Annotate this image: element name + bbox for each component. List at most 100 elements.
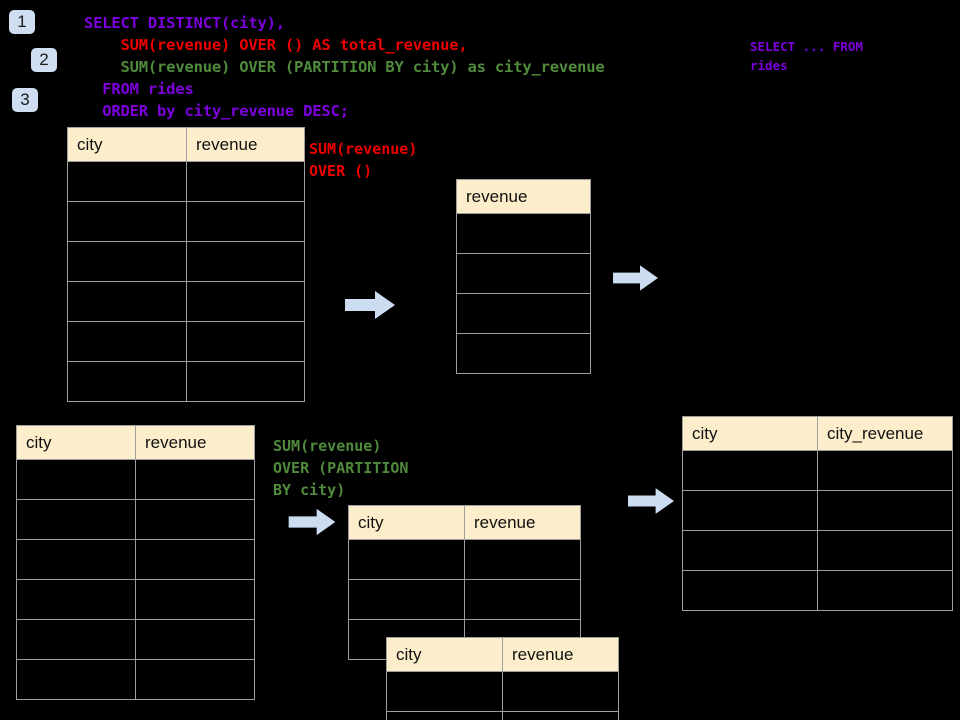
table-row [16,539,255,580]
column-header-revenue: revenue [456,179,591,214]
cell-city [348,579,465,620]
arrow-right-icon-3 [288,508,336,536]
cell-city [682,490,818,531]
cell-city [67,161,187,202]
side-note-rides: rides [750,58,788,73]
cell-city [67,201,187,242]
step-badge-1: 1 [9,10,35,34]
cell-city [16,459,136,500]
cell-city [682,450,818,491]
step-badge-2: 2 [31,48,57,72]
cell-revenue [464,539,581,580]
table-row [456,333,591,374]
table-source-top: city revenue [67,127,305,402]
cell-city [16,499,136,540]
cell-city [67,361,187,402]
cell-revenue [135,459,255,500]
table-row [682,570,953,611]
column-header-revenue: revenue [464,505,581,540]
cell-revenue [502,711,619,720]
table-row [682,450,953,491]
cell-revenue [186,321,305,362]
table-row [386,671,619,712]
table-row [16,499,255,540]
table-row [682,530,953,571]
column-header-revenue: revenue [186,127,305,162]
cell-revenue [135,539,255,580]
table-row [348,539,581,580]
table-source-bottom: city revenue [16,425,255,700]
table-row [16,659,255,700]
table-row [67,281,305,322]
cell-city [682,570,818,611]
cell-revenue [456,333,591,374]
sql-line-select-distinct: SELECT DISTINCT(city), [84,14,285,32]
step-badge-3: 3 [12,88,38,112]
table-row [456,213,591,254]
cell-revenue [135,579,255,620]
cell-revenue [186,281,305,322]
column-header-city: city [67,127,187,162]
table-row [67,361,305,402]
annotation-city-revenue: SUM(revenue) OVER (PARTITION BY city) [273,437,409,499]
cell-revenue [186,241,305,282]
cell-city [682,530,818,571]
table-row [67,201,305,242]
cell-city [16,619,136,660]
table-row [67,161,305,202]
cell-city [348,539,465,580]
cell-revenue [456,213,591,254]
cell-city [67,281,187,322]
table-row [682,490,953,531]
table-header-row: city revenue [67,127,305,162]
table-header-row: city revenue [386,637,619,672]
cell-revenue [135,499,255,540]
cell-revenue [186,161,305,202]
cell-city [16,579,136,620]
table-total-revenue: revenue [456,179,591,374]
cell-city [67,321,187,362]
cell-revenue [502,671,619,712]
table-header-row: city revenue [16,425,255,460]
cell-city [67,241,187,282]
table-partition-front: city revenue [386,637,619,720]
cell-city-revenue [817,530,953,571]
column-header-city-revenue: city_revenue [817,416,953,451]
annotation-total-revenue: SUM(revenue) OVER () [309,140,418,180]
table-result: city city_revenue [682,416,953,611]
cell-city [386,671,503,712]
table-row [16,619,255,660]
cell-revenue [135,659,255,700]
table-row [16,459,255,500]
cell-revenue [135,619,255,660]
table-header-row: city city_revenue [682,416,953,451]
column-header-city: city [386,637,503,672]
arrow-right-icon-2 [613,265,658,291]
sql-line-from: FROM rides [84,80,194,98]
arrow-right-icon-1 [345,291,395,319]
table-header-row: city revenue [348,505,581,540]
column-header-revenue: revenue [135,425,255,460]
cell-revenue [464,579,581,620]
table-row [67,321,305,362]
sql-line-order-by: ORDER by city_revenue DESC; [84,102,349,120]
side-note-select-from: SELECT ... FROM [750,39,863,54]
column-header-city: city [348,505,465,540]
arrow-right-icon-4 [628,488,674,514]
sql-line-total-revenue: SUM(revenue) OVER () AS total_revenue, [84,36,468,54]
cell-city [16,539,136,580]
table-row [67,241,305,282]
cell-city [386,711,503,720]
cell-city-revenue [817,450,953,491]
cell-revenue [186,361,305,402]
cell-city [16,659,136,700]
cell-revenue [456,253,591,294]
cell-city-revenue [817,570,953,611]
table-row [456,293,591,334]
cell-revenue [456,293,591,334]
table-row [456,253,591,294]
table-row [348,579,581,620]
column-header-city: city [16,425,136,460]
table-row [386,711,619,720]
column-header-city: city [682,416,818,451]
